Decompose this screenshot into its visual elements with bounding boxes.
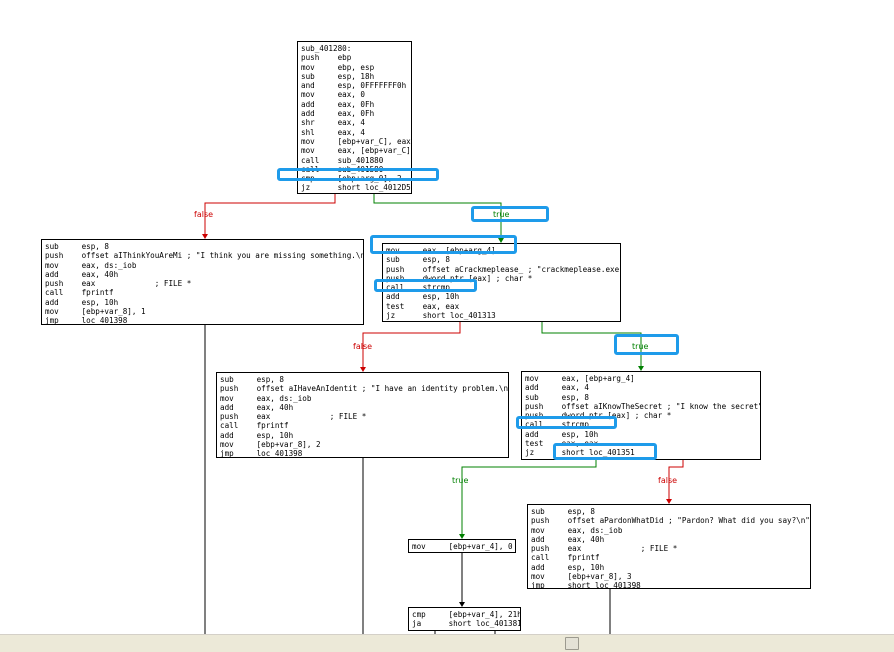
highlight-true-label-2	[614, 334, 679, 355]
highlight-call-strcmp-1	[374, 279, 477, 292]
asm-line: add esp, 10h	[531, 562, 605, 572]
asm-line: push dword ptr [eax] ; char *	[525, 411, 672, 421]
asm-line: and esp, 0FFFFFFF0h	[301, 81, 407, 91]
asm-line: push ebp	[301, 53, 352, 63]
asm-line: test eax, eax	[386, 301, 460, 311]
edge-label-true: true	[632, 342, 649, 351]
arrowhead	[202, 234, 208, 239]
edge-label-true: true	[493, 210, 510, 219]
asm-line: sub esp, 8	[45, 242, 110, 251]
arrowhead	[360, 367, 366, 372]
code-block-var4-init[interactable]: mov [ebp+var_4], 0	[408, 539, 516, 553]
asm-line: add esp, 10h	[45, 297, 119, 307]
edge-false-b1-b2	[204, 194, 336, 235]
asm-line: add esp, 10h	[525, 429, 599, 439]
horizontal-scrollbar[interactable]	[0, 634, 894, 652]
edge-label-false: false	[194, 210, 214, 219]
asm-line: mov [ebp+var_8], 2	[220, 440, 321, 450]
asm-line: cmp [ebp+var_4], 21h	[412, 610, 521, 619]
asm-line: push eax ; FILE *	[45, 279, 192, 289]
asm-line: call strcmp	[525, 420, 590, 430]
edge-false-b3-b4	[362, 322, 461, 368]
asm-line: push offset aCrackmeplease_ ; "crackmepl…	[386, 264, 621, 274]
asm-line: call fprintf	[531, 553, 600, 563]
asm-line: push eax ; FILE *	[531, 544, 678, 554]
highlight-jz-loc-401351	[553, 443, 657, 460]
asm-line: mov [ebp+var_C], eax	[301, 136, 411, 146]
asm-line: push offset aIKnowTheSecret ; "I know th…	[525, 401, 761, 411]
asm-line: mov eax, [ebp+var_C]	[301, 146, 411, 156]
asm-line: mov eax, 0	[301, 90, 366, 100]
arrowhead	[666, 499, 672, 504]
highlight-call-strcmp-2	[516, 416, 617, 429]
asm-line: add eax, 0Fh	[301, 99, 375, 109]
asm-line: add esp, 10h	[386, 292, 460, 302]
asm-line: sub esp, 8	[531, 507, 596, 516]
asm-line: sub esp, 8	[386, 255, 451, 265]
edge-false-b5-b6	[668, 460, 684, 500]
asm-line: sub_401280:	[301, 44, 352, 53]
asm-line: add esp, 10h	[220, 430, 294, 440]
asm-line: mov [ebp+var_8], 1	[45, 307, 146, 317]
highlight-true-label	[471, 206, 549, 222]
asm-line: add eax, 40h	[45, 269, 119, 279]
asm-line: push dword ptr [eax] ; char *	[386, 273, 533, 283]
scrollbar-thumb[interactable]	[565, 637, 579, 650]
arrowhead	[638, 366, 644, 371]
edge-label-true: true	[452, 476, 469, 485]
asm-line: ja short loc_401381	[412, 619, 521, 629]
asm-line: jz short loc_4012D5	[301, 183, 411, 193]
asm-line: add eax, 40h	[531, 534, 605, 544]
asm-line: add eax, 4	[525, 383, 590, 393]
asm-line: sub esp, 8	[220, 375, 285, 384]
asm-line: mov [ebp+var_8], 3	[531, 572, 632, 582]
asm-line: call sub_401880	[301, 155, 384, 165]
asm-line: jz short loc_401351	[525, 448, 635, 458]
asm-line: push offset aPardonWhatDid ; "Pardon? Wh…	[531, 516, 810, 526]
asm-line: sub esp, 18h	[301, 71, 375, 81]
asm-line: shr eax, 4	[301, 118, 366, 128]
arrowhead	[459, 602, 465, 607]
edge-true-b5-b7	[461, 460, 597, 535]
edge-label-false: false	[658, 476, 678, 485]
asm-line: mov [ebp+var_4], 0	[412, 542, 513, 551]
asm-line: mov eax, [ebp+arg_4]	[525, 374, 635, 383]
asm-line: mov eax, ds:_iob	[531, 525, 623, 535]
asm-line: sub esp, 8	[525, 392, 590, 402]
highlight-mov-arg4	[370, 235, 517, 254]
edge-label-false: false	[353, 342, 373, 351]
asm-line: mov eax, [ebp+arg_4]	[386, 246, 496, 255]
asm-line: jmp short loc_401398	[531, 581, 641, 589]
asm-line: call fprintf	[45, 288, 114, 298]
asm-line: jz short loc_401313	[386, 311, 496, 321]
asm-line: add eax, 0Fh	[301, 109, 375, 119]
asm-line: add eax, 40h	[220, 402, 294, 412]
asm-line: push offset aIThinkYouAreMi ; "I think y…	[45, 251, 364, 261]
asm-line: jmp loc_401398	[220, 449, 303, 458]
asm-line: mov ebp, esp	[301, 62, 375, 72]
asm-line: mov eax, ds:_iob	[220, 393, 312, 403]
asm-line: mov eax, ds:_iob	[45, 260, 137, 270]
highlight-cmp-arg0	[277, 168, 439, 181]
asm-line: push eax ; FILE *	[220, 412, 367, 422]
asm-line: jmp loc_401398	[45, 316, 128, 325]
asm-line: call strcmp	[386, 283, 451, 293]
asm-line: push offset aIHaveAnIdentit ; "I have an…	[220, 384, 509, 394]
asm-line: shl eax, 4	[301, 127, 366, 137]
asm-line: call fprintf	[220, 421, 289, 431]
arrowhead	[459, 534, 465, 539]
arrowhead	[498, 238, 504, 243]
edge-true-b3-b5	[541, 322, 642, 367]
